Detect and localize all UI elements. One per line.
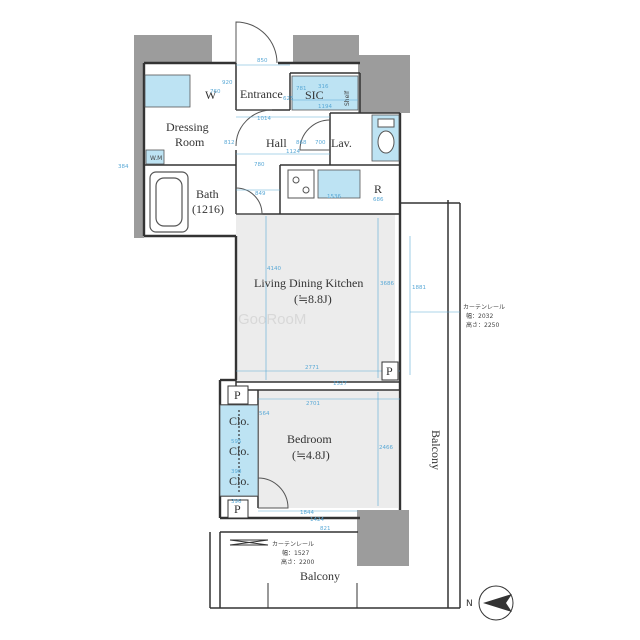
svg-text:1014: 1014 (257, 116, 271, 122)
door-swings (235, 21, 331, 509)
kitchen-sink (317, 169, 361, 199)
svg-text:564: 564 (259, 411, 270, 417)
svg-text:1124: 1124 (286, 149, 300, 155)
pipe-space-top-label: P (234, 388, 241, 402)
bedroom-label-line2: (≒4.8J) (292, 448, 330, 462)
window-rails (229, 539, 358, 608)
pipe-space-boxes (227, 361, 399, 519)
stove-icon (287, 169, 315, 199)
curtain-bedroom-height: 高さ：2200 (281, 558, 314, 566)
svg-text:849: 849 (255, 191, 266, 197)
pipe-space-bottom-label: P (234, 502, 241, 516)
svg-text:2771: 2771 (305, 365, 319, 371)
svg-text:396: 396 (231, 499, 242, 505)
svg-text:384: 384 (118, 164, 129, 170)
svg-text:1881: 1881 (412, 285, 426, 291)
svg-text:595: 595 (231, 439, 242, 445)
svg-text:868: 868 (296, 140, 307, 146)
svg-text:4140: 4140 (267, 266, 281, 272)
washing-machine-label: W.M (150, 155, 162, 162)
svg-text:812: 812 (224, 140, 235, 146)
entrance-label: Entrance (240, 87, 283, 101)
svg-text:780: 780 (254, 162, 265, 168)
bath-label-line1: Bath (196, 187, 219, 201)
svg-text:700: 700 (315, 140, 326, 146)
balcony-outline (209, 200, 461, 609)
curtain-ldk-width: 幅：2032 (466, 312, 493, 320)
bath-label-line2: (1216) (192, 202, 224, 216)
closet-label-3: Clo. (229, 474, 249, 488)
svg-text:760: 760 (210, 89, 221, 95)
ldk-label-line1: Living Dining Kitchen (254, 276, 363, 290)
svg-text:920: 920 (222, 80, 233, 86)
sic-shelf (291, 75, 359, 111)
sic-label: SIC (305, 88, 324, 102)
bathtub (149, 171, 189, 233)
hall-label: Hall (266, 136, 287, 150)
pipe-space-ldk-label: P (386, 364, 393, 378)
fixtures (144, 74, 400, 497)
dressing-counter (144, 74, 191, 108)
svg-text:781: 781 (296, 86, 307, 92)
curtain-ldk-height: 高さ：2250 (466, 321, 499, 329)
svg-text:1844: 1844 (300, 510, 314, 516)
dimension-lines (236, 64, 460, 512)
lav-label: Lav. (331, 136, 352, 150)
washing-machine-pan (145, 149, 165, 165)
compass-icon: N (466, 585, 514, 621)
balcony-east-label: Balcony (429, 430, 443, 470)
closet-label-2: Clo. (229, 444, 249, 458)
ldk-label-line2: (≒8.8J) (294, 292, 332, 306)
bedroom-label-line1: Bedroom (287, 432, 332, 446)
compass-north-label: N (466, 599, 473, 609)
curtain-bedroom-width: 幅：1527 (282, 549, 309, 557)
svg-text:3686: 3686 (380, 281, 394, 287)
closet-label-1: Clo. (229, 414, 249, 428)
svg-text:625: 625 (283, 96, 294, 102)
watermark: GooRooM (238, 311, 306, 328)
svg-text:686: 686 (373, 197, 384, 203)
svg-text:2466: 2466 (379, 445, 393, 451)
toilet-icon (377, 118, 395, 154)
structural-walls (134, 35, 410, 566)
svg-text:821: 821 (320, 526, 331, 532)
refrigerator-label: R (374, 182, 382, 196)
curtain-ldk-title: カーテンレール (463, 304, 505, 311)
dimension-labels: 850 920 781 316 625 1194 1014 812 868 70… (118, 58, 426, 532)
dressing-room-label-line2: Room (175, 135, 205, 149)
svg-text:1536: 1536 (327, 194, 341, 200)
svg-text:2701: 2701 (306, 401, 320, 407)
shelf-label: Shelf (344, 90, 351, 106)
balcony-south-label: Balcony (300, 569, 340, 583)
dressing-room-label-line1: Dressing (166, 120, 209, 134)
walk-in-label: W (205, 88, 217, 102)
svg-text:1194: 1194 (318, 104, 332, 110)
floor-areas (236, 214, 398, 508)
closet-strip (219, 404, 259, 497)
curtain-bedroom-title: カーテンレール (272, 541, 314, 548)
svg-text:850: 850 (257, 58, 268, 64)
svg-text:316: 316 (318, 84, 329, 90)
svg-text:1527: 1527 (333, 381, 347, 387)
svg-text:398: 398 (231, 469, 242, 475)
svg-text:1424: 1424 (310, 517, 324, 523)
